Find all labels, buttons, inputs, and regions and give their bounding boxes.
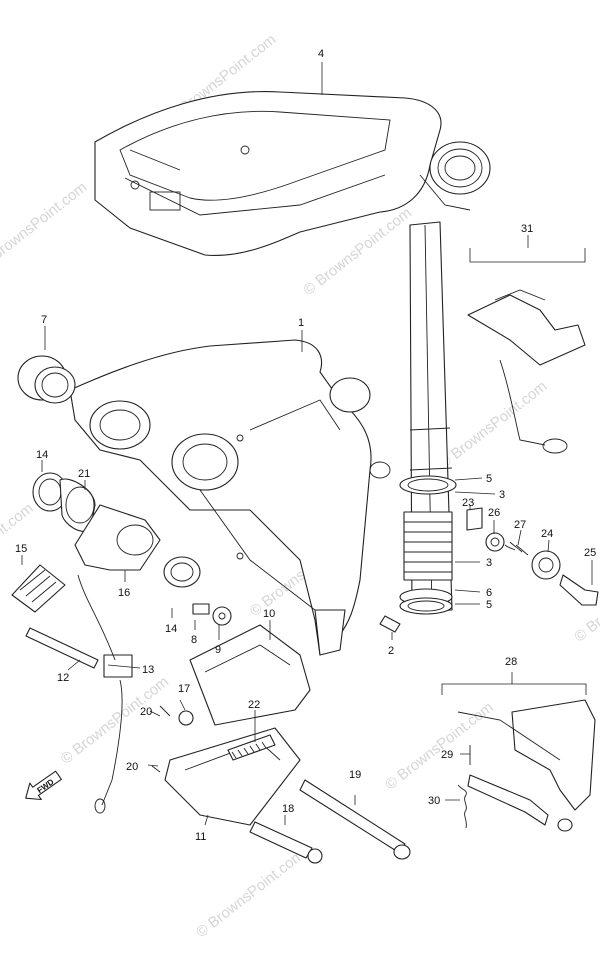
callout-labels: 4 1 7 31 5 3 23 3 6 5 26 27 24 25 14 21 … — [15, 48, 596, 843]
callout-7: 7 — [41, 314, 47, 326]
callout-16: 16 — [118, 587, 130, 599]
part-4-swivel-arm — [94, 90, 491, 256]
part-31-trim-sender — [467, 248, 586, 454]
callout-17: 17 — [178, 683, 190, 695]
callout-30: 30 — [428, 795, 440, 807]
part-28-bracket-assembly — [441, 683, 596, 832]
callout-3-bottom: 3 — [486, 557, 492, 569]
watermark-text: © BrownsPoint.com — [0, 179, 90, 274]
part-8-9-2-fasteners — [192, 603, 401, 633]
tube-washers-bushings — [399, 475, 457, 615]
part-14-21-16-15-assembly — [11, 472, 201, 613]
part-1-swivel-bracket — [69, 339, 391, 656]
callout-28: 28 — [505, 656, 517, 668]
callout-26: 26 — [488, 507, 500, 519]
callout-14-bottom: 14 — [165, 623, 177, 635]
watermark-text: © BrownsPoint.com — [58, 673, 172, 768]
watermark-text: © BrownsPoint.com — [436, 378, 550, 473]
callout-23: 23 — [462, 497, 474, 509]
callout-22: 22 — [248, 699, 260, 711]
callout-5-bottom: 5 — [486, 599, 492, 611]
part-12-13-pin-rod — [25, 574, 133, 814]
callout-1: 1 — [298, 317, 304, 329]
callout-31: 31 — [521, 223, 533, 235]
callout-3-top: 3 — [499, 489, 505, 501]
callout-15: 15 — [15, 543, 27, 555]
leader-lines — [21, 62, 593, 826]
callout-9: 9 — [215, 644, 221, 656]
part-18-19-pins — [249, 779, 411, 864]
callout-27: 27 — [514, 519, 526, 531]
callout-25: 25 — [584, 547, 596, 559]
callout-12: 12 — [57, 672, 69, 684]
callout-4: 4 — [318, 48, 324, 60]
callout-24: 24 — [541, 528, 553, 540]
callout-21: 21 — [78, 468, 90, 480]
callout-29: 29 — [441, 749, 453, 761]
callout-8: 8 — [191, 634, 197, 646]
part-23-27-side-components — [466, 507, 599, 606]
callout-20-bottom: 20 — [126, 761, 138, 773]
callout-6: 6 — [486, 587, 492, 599]
callout-18: 18 — [282, 803, 294, 815]
watermark-text: © BrownsPoint.com — [193, 847, 307, 942]
part-7-bushing — [17, 355, 76, 404]
callout-14-top: 14 — [36, 449, 48, 461]
callout-5-top: 5 — [486, 473, 492, 485]
part-10-11-22-tilt-lock — [151, 624, 311, 826]
callout-11: 11 — [195, 831, 206, 843]
callout-13: 13 — [142, 664, 154, 676]
fwd-arrow-icon: FWD — [25, 770, 62, 801]
callout-19: 19 — [349, 769, 361, 781]
callout-2: 2 — [388, 645, 394, 657]
callout-10: 10 — [263, 608, 275, 620]
callout-20-top: 20 — [140, 706, 152, 718]
